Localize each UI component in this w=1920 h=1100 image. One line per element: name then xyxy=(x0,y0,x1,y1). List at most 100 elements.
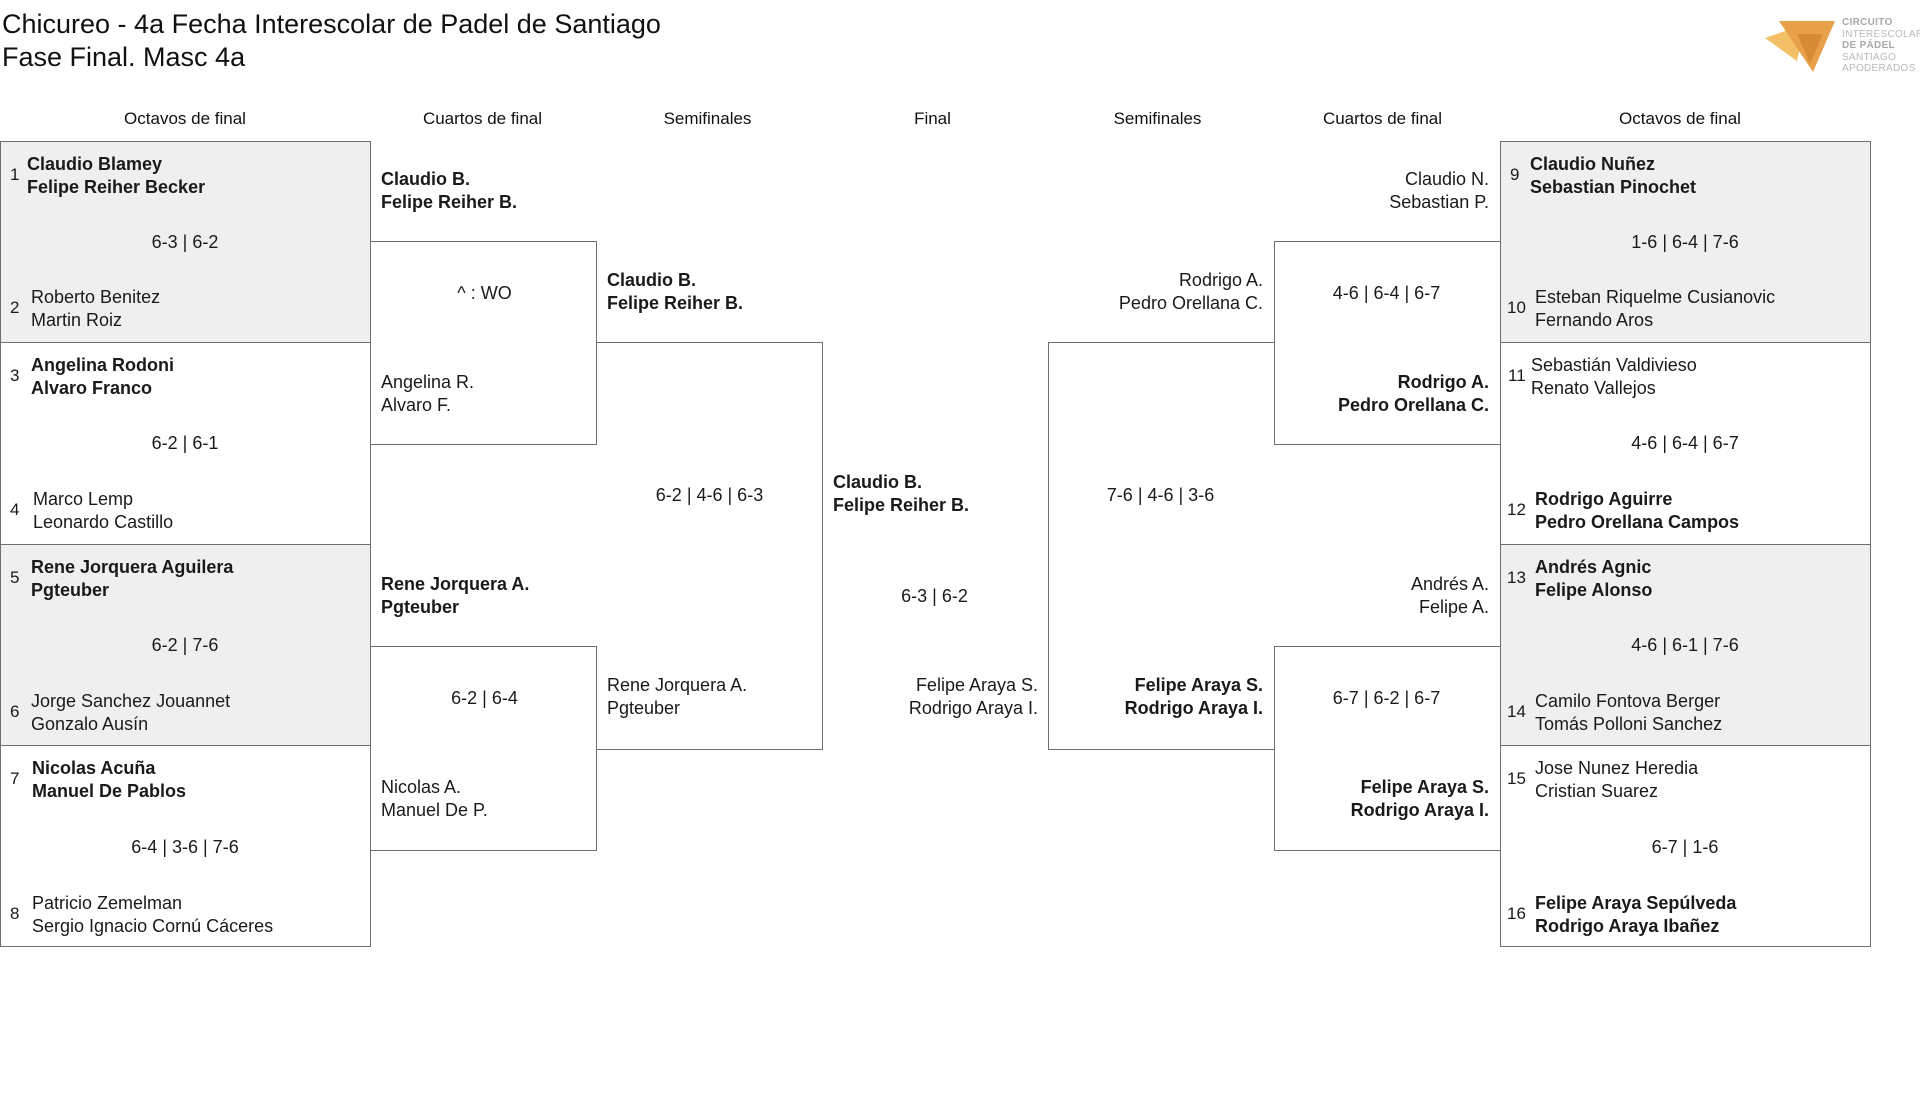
player-name: Manuel De Pablos xyxy=(32,781,187,801)
player-name: Felipe Araya S. xyxy=(915,675,1038,695)
player-name: Tomás Polloni Sanchez xyxy=(1535,714,1723,734)
player-name: Fernando Aros xyxy=(1535,310,1654,330)
team-10: Esteban Riquelme Cusianovic Fernando Aro… xyxy=(1535,286,1775,332)
match-score: 6-7 | 1-6 xyxy=(1651,837,1719,857)
match-score: 6-4 | 3-6 | 7-6 xyxy=(131,837,239,857)
player-name: Felipe Araya Sepúlveda xyxy=(1535,893,1737,913)
player-name: Alvaro F. xyxy=(381,395,452,415)
player-name: Rene Jorquera A. xyxy=(381,574,530,594)
connector-left-cuartos-1 xyxy=(370,241,597,445)
player-name: Patricio Zemelman xyxy=(32,893,183,913)
team-4: Marco Lemp Leonardo Castillo xyxy=(33,488,173,534)
player-name: Alvaro Franco xyxy=(31,378,153,398)
header-right-semis: Semifinales xyxy=(1113,109,1202,128)
match-score: 6-2 | 6-1 xyxy=(151,433,219,453)
player-name: Rene Jorquera A. xyxy=(607,675,748,695)
logo-line: APODERADOS xyxy=(1842,63,1916,74)
header-left-semis: Semifinales xyxy=(663,109,752,128)
player-name: Felipe Araya S. xyxy=(1360,777,1489,797)
match-box-octavos-7 xyxy=(1500,544,1871,746)
player-name: Felipe Reiher B. xyxy=(381,192,518,212)
header-right-cuartos: Cuartos de final xyxy=(1322,109,1443,128)
player-name: Claudio Nuñez xyxy=(1530,154,1655,174)
seed-number: 3 xyxy=(10,366,20,385)
player-name: Gonzalo Ausín xyxy=(31,714,149,734)
seed-number: 7 xyxy=(10,769,20,788)
player-name: Felipe Araya S. xyxy=(1134,675,1263,695)
match-score: 6-2 | 7-6 xyxy=(151,635,219,655)
team-final-a: Claudio B. Felipe Reiher B. xyxy=(833,471,969,517)
team-cuartos-1b: Angelina R. Alvaro F. xyxy=(381,371,474,417)
team-cuartos-4a: Andrés A. Felipe A. xyxy=(1275,573,1489,619)
header-final: Final xyxy=(914,109,951,128)
player-name: Claudio B. xyxy=(607,270,696,290)
team-2: Roberto Benitez Martin Roiz xyxy=(31,286,160,332)
player-name: Rodrigo A. xyxy=(1397,372,1489,392)
player-name: Pgteuber xyxy=(31,580,110,600)
match-score: 4-6 | 6-4 | 6-7 xyxy=(1631,433,1739,453)
title-line-2: Fase Final. Masc 4a xyxy=(2,42,246,72)
header-left-octavos: Octavos de final xyxy=(124,109,246,128)
player-name: Angelina Rodoni xyxy=(31,355,174,375)
seed-number: 5 xyxy=(10,568,20,587)
team-semis-right-a: Rodrigo A. Pedro Orellana C. xyxy=(1048,269,1263,315)
team-3: Angelina Rodoni Alvaro Franco xyxy=(31,354,174,400)
seed-number: 16 xyxy=(1507,904,1526,923)
seed-number: 12 xyxy=(1507,500,1526,519)
player-name: Claudio N. xyxy=(1404,169,1489,189)
player-name: Felipe Alonso xyxy=(1535,580,1653,600)
match-score: 4-6 | 6-1 | 7-6 xyxy=(1631,635,1739,655)
player-name: Marco Lemp xyxy=(33,489,134,509)
player-name: Claudio B. xyxy=(381,169,470,189)
fox-icon xyxy=(1765,21,1835,72)
connector-right-cuartos-1 xyxy=(1274,241,1501,445)
player-name: Pedro Orellana Campos xyxy=(1535,512,1740,532)
player-name: Camilo Fontova Berger xyxy=(1535,691,1721,711)
title-line-1: Chicureo - 4a Fecha Interescolar de Pade… xyxy=(2,9,661,39)
team-semis-left-a: Claudio B. Felipe Reiher B. xyxy=(607,269,743,315)
seed-number: 10 xyxy=(1507,298,1526,317)
player-name: Esteban Riquelme Cusianovic xyxy=(1535,287,1776,307)
match-score: 6-2 | 6-4 xyxy=(451,688,518,708)
player-name: Nicolas Acuña xyxy=(32,758,156,778)
seed-number: 4 xyxy=(10,500,20,519)
player-name: Sebastian P. xyxy=(1389,192,1489,212)
player-name: Rene Jorquera Aguilera xyxy=(31,557,234,577)
seed-number: 1 xyxy=(10,165,20,184)
team-12: Rodrigo Aguirre Pedro Orellana Campos xyxy=(1535,488,1739,534)
logo-line: CIRCUITO xyxy=(1842,17,1893,28)
player-name: Rodrigo Araya I. xyxy=(908,698,1038,718)
player-name: Claudio Blamey xyxy=(27,154,163,174)
player-name: Rodrigo Araya I. xyxy=(1350,800,1489,820)
team-11: Sebastián Valdivieso Renato Vallejos xyxy=(1531,354,1697,400)
seed-number: 13 xyxy=(1507,568,1526,587)
player-name: Nicolas A. xyxy=(381,777,462,797)
player-name: Renato Vallejos xyxy=(1531,378,1656,398)
player-name: Claudio B. xyxy=(833,472,922,492)
match-score: 7-6 | 4-6 | 3-6 xyxy=(1106,485,1215,505)
team-semis-left-b: Rene Jorquera A. Pgteuber xyxy=(607,674,747,720)
team-cuartos-4b: Felipe Araya S. Rodrigo Araya I. xyxy=(1275,776,1489,822)
match-score: 6-3 | 6-2 xyxy=(151,232,219,252)
header-left-cuartos: Cuartos de final xyxy=(422,109,543,128)
player-name: Sergio Ignacio Cornú Cáceres xyxy=(32,916,274,936)
logo-line: SANTIAGO xyxy=(1842,51,1897,63)
seed-number: 6 xyxy=(10,702,20,721)
match-score: 4-6 | 6-4 | 6-7 xyxy=(1332,283,1441,303)
connector-right-semis xyxy=(1048,342,1275,750)
player-name: Pgteuber xyxy=(607,698,681,718)
team-cuartos-2b: Nicolas A. Manuel De P. xyxy=(381,776,488,822)
match-box-octavos-5 xyxy=(1500,141,1871,343)
team-16: Felipe Araya Sepúlveda Rodrigo Araya Iba… xyxy=(1535,892,1736,938)
team-semis-right-b: Felipe Araya S. Rodrigo Araya I. xyxy=(1048,674,1263,720)
player-name: Roberto Benitez xyxy=(31,287,161,307)
connector-left-semis xyxy=(596,342,823,750)
team-final-b: Felipe Araya S. Rodrigo Araya I. xyxy=(822,674,1038,720)
team-7: Nicolas Acuña Manuel De Pablos xyxy=(32,757,186,803)
match-score: 6-7 | 6-2 | 6-7 xyxy=(1332,688,1441,708)
team-13: Andrés Agnic Felipe Alonso xyxy=(1535,556,1652,602)
player-name: Jose Nunez Heredia xyxy=(1535,758,1699,778)
connector-left-cuartos-2 xyxy=(370,646,597,851)
player-name: Manuel De P. xyxy=(381,800,488,820)
match-box-octavos-1 xyxy=(0,141,371,343)
